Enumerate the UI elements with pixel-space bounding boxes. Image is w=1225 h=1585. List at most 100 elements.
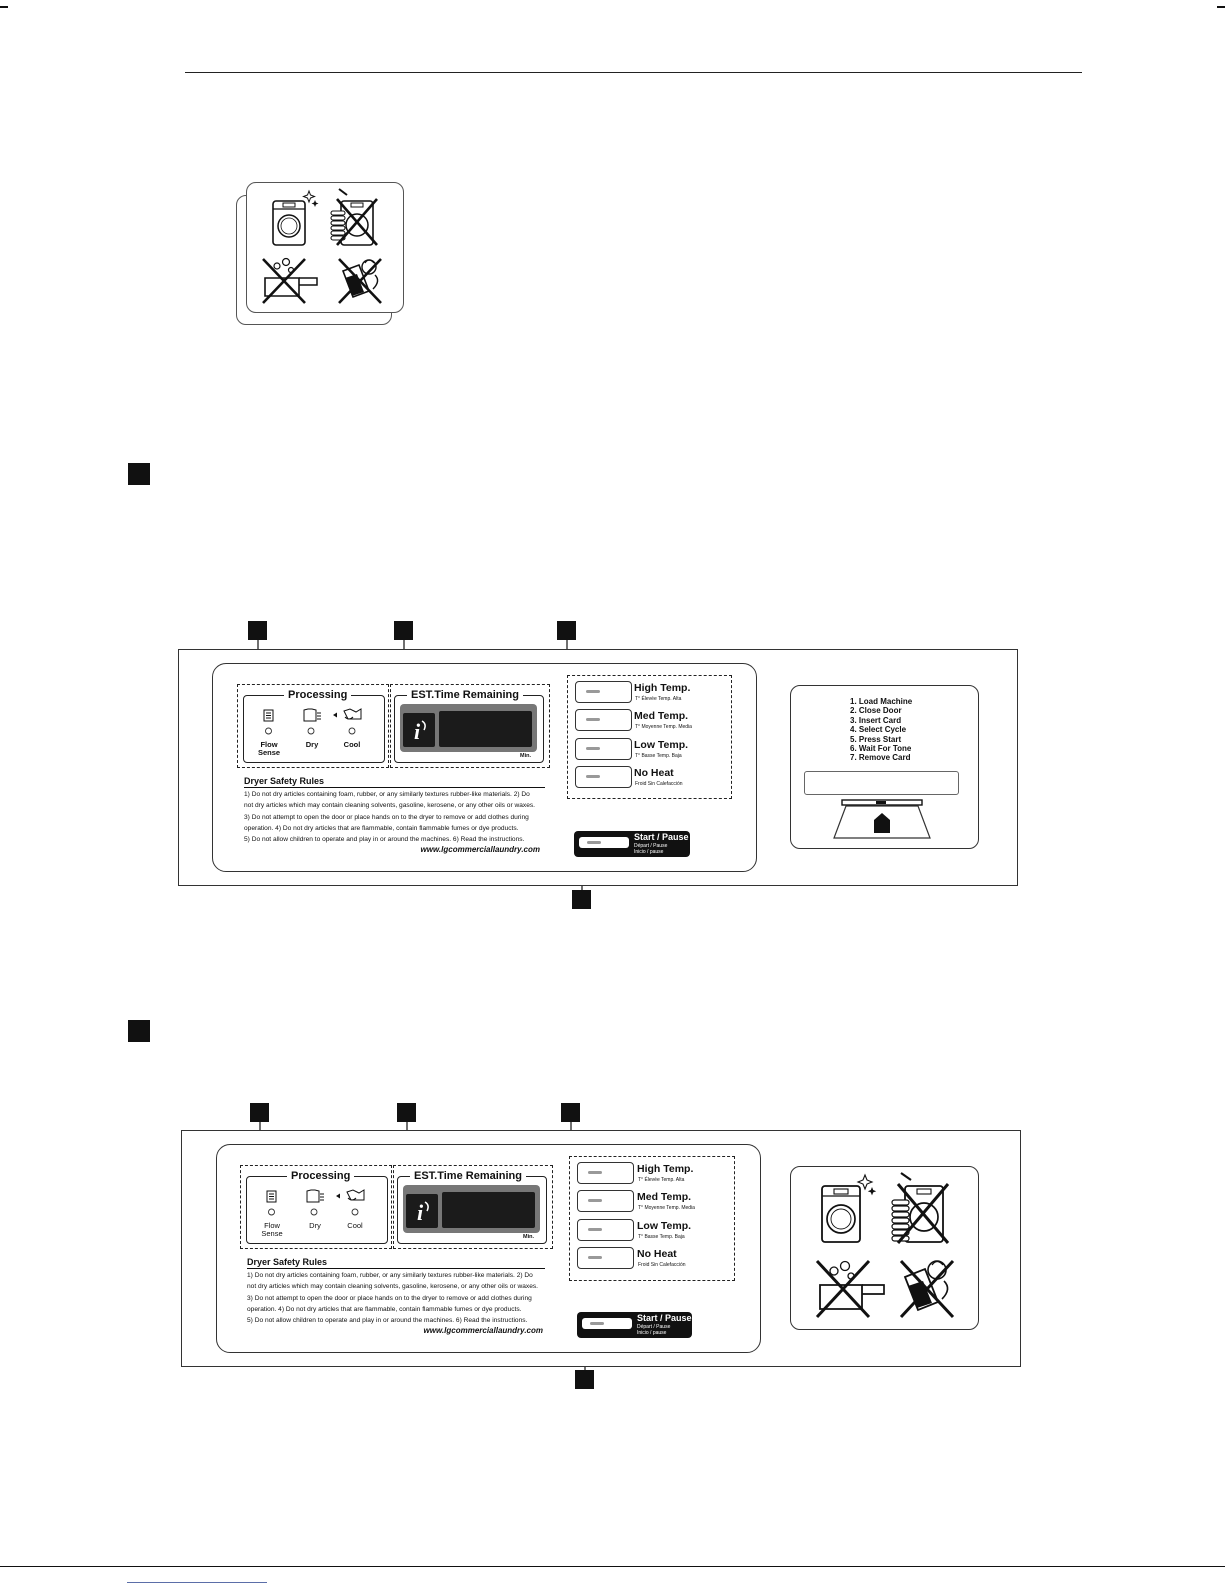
low-temp-button-2[interactable] <box>577 1219 634 1241</box>
no-soaking-icon <box>262 257 318 304</box>
rules-underline <box>244 787 545 788</box>
rules-line-5: 5) Do not allow children to operate and … <box>244 836 525 844</box>
rules-line-3: 3) Do not attempt to open the door or pl… <box>244 813 529 821</box>
low-temp-label: Low Temp. <box>634 739 689 751</box>
rules-underline-2 <box>247 1268 545 1269</box>
card-steps: 1. Load Machine 2. Close Door 3. Insert … <box>850 697 912 763</box>
stage-label-cool-2: Cool <box>347 1221 363 1230</box>
callout-marker-time <box>394 621 413 640</box>
time-remaining-title: EST.Time Remaining <box>407 689 523 701</box>
stage-label-dry: Dry <box>305 740 319 749</box>
card-icon: i <box>414 719 426 744</box>
rules-line-3: 3) Do not attempt to open the door or pl… <box>247 1294 532 1302</box>
processing-title-2: Processing <box>287 1170 355 1182</box>
start-pause-sub1: Départ / Pause <box>634 843 668 849</box>
no-heat-button-2[interactable] <box>577 1247 634 1269</box>
step-1: 1. Load Machine <box>850 697 913 706</box>
footer-link-underline <box>127 1582 267 1583</box>
card-reader-badge-2: i <box>406 1194 438 1228</box>
time-digits-area-2 <box>442 1192 535 1228</box>
card-slot-graphic <box>833 799 931 839</box>
step-3: 3. Insert Card <box>850 715 902 725</box>
card-graphic <box>833 805 931 839</box>
rules-title: Dryer Safety Rules <box>244 776 325 786</box>
rules-line-4: operation. 4) Do not dry articles that a… <box>244 824 519 832</box>
callout-marker-temps <box>557 621 576 640</box>
start-pause-button-2[interactable]: Start / Pause Départ / Pause Inicio / pa… <box>577 1312 692 1338</box>
callout-marker-temps-2 <box>561 1103 580 1122</box>
no-heat-sub-2: Froid Sin Calefacción <box>638 1262 686 1268</box>
no-heat-sub: Froid Sin Calefacción <box>635 781 683 787</box>
start-pause-sub2: Inicio / pause <box>634 849 664 855</box>
step-6: 6. Wait For Tone <box>850 744 912 754</box>
min-label: Min. <box>520 753 531 759</box>
section-marker-2 <box>128 1020 150 1042</box>
start-pause-button[interactable]: Start / Pause Départ / Pause Inicio / pa… <box>574 831 690 857</box>
rules-line-4: operation. 4) Do not dry articles that a… <box>247 1305 522 1313</box>
med-temp-button-2[interactable] <box>577 1190 634 1212</box>
arrow-icon <box>333 712 337 718</box>
footer-rule <box>0 1566 1225 1567</box>
start-pause-title-2: Start / Pause <box>637 1313 692 1323</box>
med-temp-label-2: Med Temp. <box>637 1191 692 1203</box>
processing-icons-2 <box>266 1189 365 1216</box>
washer-sparkle-icon <box>821 1173 877 1243</box>
high-temp-button-2[interactable] <box>577 1162 634 1184</box>
dry-icon <box>303 708 321 722</box>
no-heat-button[interactable] <box>575 766 632 788</box>
no-pets-in-machine-icon <box>338 258 382 304</box>
washer-sparkle-icon <box>272 189 319 246</box>
card-reader-badge: i <box>403 713 435 747</box>
temperature-group <box>567 675 732 799</box>
rules-title-2: Dryer Safety Rules <box>247 1257 328 1267</box>
rules-text: 1) Do not dry articles containing foam, … <box>244 789 554 845</box>
dry-icon <box>306 1189 324 1203</box>
start-pause-sub1-2: Départ / Pause <box>637 1324 671 1330</box>
warning-icons-graphics <box>815 1172 955 1319</box>
processing-icons <box>263 708 362 735</box>
processing-group-2 <box>240 1165 392 1249</box>
step-2: 2. Close Door <box>850 706 902 716</box>
no-pets-in-machine-icon <box>899 1259 955 1319</box>
callout-marker-start-2 <box>575 1370 594 1389</box>
icon-card-graphics <box>262 188 382 304</box>
stage-label-flow-sense-2: Flow Sense <box>261 1221 283 1238</box>
section-marker-1 <box>128 463 150 485</box>
rules-line-2: not dry articles which may contain clean… <box>247 1283 539 1291</box>
high-temp-label: High Temp. <box>634 682 691 694</box>
start-pause-sub2-2: Inicio / pause <box>637 1330 667 1336</box>
cool-icon <box>343 708 362 720</box>
flow-sense-icon <box>266 1190 277 1203</box>
med-temp-button[interactable] <box>575 709 632 731</box>
website-link: www.lgcommerciallaundry.com <box>420 845 540 854</box>
temperature-group-2 <box>569 1156 735 1281</box>
no-stacked-coins-icon <box>330 188 378 246</box>
time-remaining-group <box>390 684 550 768</box>
time-remaining-title-2: EST.Time Remaining <box>410 1170 526 1182</box>
rules-line-1: 1) Do not dry articles containing foam, … <box>247 1272 533 1279</box>
low-temp-sub-2: T° Basse Temp. Baja <box>638 1234 685 1240</box>
low-temp-label-2: Low Temp. <box>637 1220 692 1232</box>
callout-marker-start <box>572 890 591 909</box>
med-temp-sub: T° Moyenne Temp. Media <box>635 724 692 730</box>
warning-icons-panel <box>790 1166 979 1330</box>
time-remaining-group-2 <box>393 1165 553 1249</box>
svg-text:i: i <box>417 1200 424 1225</box>
high-temp-button[interactable] <box>575 681 632 703</box>
corner-mark-right <box>1217 6 1225 8</box>
high-temp-sub-2: T° Élevée Temp. Alta <box>638 1177 685 1183</box>
med-temp-label: Med Temp. <box>634 710 689 722</box>
stage-label-dry-2: Dry <box>309 1221 321 1230</box>
step-7: 7. Remove Card <box>850 753 911 763</box>
low-temp-sub: T° Basse Temp. Baja <box>635 753 682 759</box>
arrow-icon <box>336 1193 340 1199</box>
no-heat-label: No Heat <box>634 767 674 779</box>
processing-title: Processing <box>284 689 352 701</box>
low-temp-button[interactable] <box>575 738 632 760</box>
corner-mark-left <box>0 6 8 8</box>
header-rule <box>185 72 1082 73</box>
svg-text:i: i <box>414 719 421 744</box>
callout-marker-processing-2 <box>250 1103 269 1122</box>
rules-line-2: not dry articles which may contain clean… <box>244 802 536 810</box>
high-temp-label-2: High Temp. <box>637 1163 694 1175</box>
